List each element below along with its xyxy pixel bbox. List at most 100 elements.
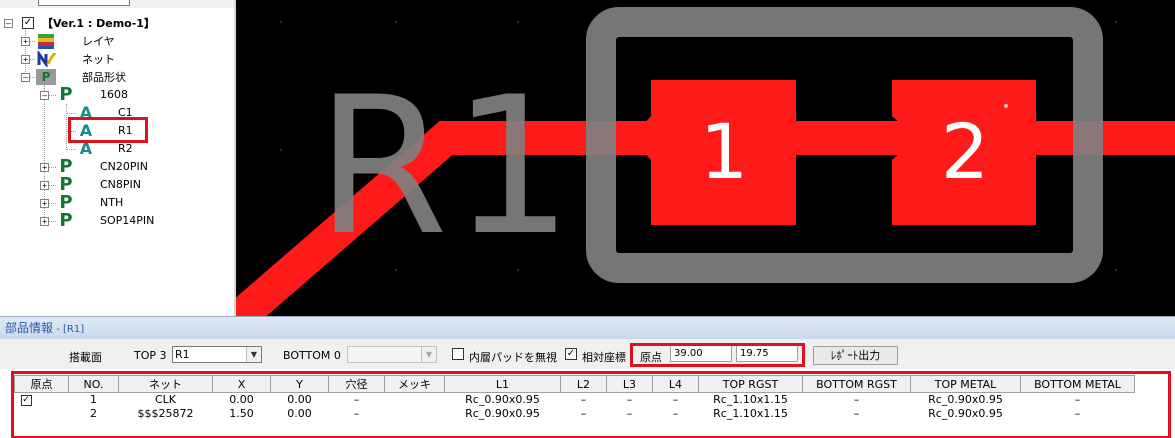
ignore-inner-pad-checkbox[interactable] (452, 348, 464, 360)
tree-toolbar (0, 0, 234, 8)
tree-item-1608[interactable]: P 1608 (58, 84, 128, 105)
package-icon: P (59, 174, 73, 195)
x-cell: 1.50 (229, 407, 254, 420)
component-tree[interactable]: – ✓ 【Ver.1 : Demo-1】 + レイヤ + ネット – P 部品形… (0, 0, 236, 316)
tree-item-shape[interactable]: P 部品形状 (36, 68, 126, 85)
tree-item-cn8pin[interactable]: P CN8PIN (58, 174, 141, 195)
l2-cell: – (580, 407, 587, 420)
col-header-bottom-rgst[interactable]: BOTTOM RGST (802, 375, 911, 393)
root-collapse-toggle[interactable]: – (4, 19, 13, 28)
cn8pin-expand-toggle[interactable]: + (40, 181, 49, 190)
tree-root-node[interactable]: ✓ 【Ver.1 : Demo-1】 (22, 14, 155, 31)
col-header-no[interactable]: NO. (68, 375, 119, 393)
col-header-top-rgst[interactable]: TOP RGST (698, 375, 803, 393)
bottom-part-select[interactable]: ▼ (347, 346, 437, 363)
component-shape-icon: P (36, 68, 56, 85)
group-1608-collapse-toggle[interactable]: – (40, 91, 49, 100)
col-header-l2[interactable]: L2 (560, 375, 607, 393)
chevron-down-icon[interactable]: ▼ (246, 347, 261, 362)
table-row[interactable]: 2 $$$25872 1.50 0.00 – Rc_0.90x0.95 – – … (15, 407, 1135, 421)
part-icon: A (79, 139, 93, 158)
hole-cell: – (353, 407, 360, 420)
l4-cell: – (672, 393, 679, 407)
relative-coord-checkbox[interactable]: ✓ (565, 348, 577, 360)
chevron-down-icon[interactable]: ▼ (421, 347, 436, 362)
info-controls: 搭載面 TOP 3 R1 ▼ BOTTOM 0 ▼ 内層パッドを無視 ✓ 相対座… (0, 341, 1175, 367)
part-icon: A (79, 121, 93, 140)
col-header-net[interactable]: ネット (118, 375, 213, 393)
nth-expand-toggle[interactable]: + (40, 199, 49, 208)
table-row[interactable]: ✓ 1 CLK 0.00 0.00 – Rc_0.90x0.95 – – – R… (15, 393, 1135, 407)
info-title-text: 部品情報 (5, 321, 54, 335)
origin-checkbox[interactable]: ✓ (20, 394, 32, 406)
pad-2[interactable] (892, 80, 1036, 225)
sop14pin-expand-toggle[interactable]: + (40, 217, 49, 226)
tree-item-r1-label: R1 (118, 124, 133, 137)
tree-root-label: 【Ver.1 : Demo-1】 (42, 16, 155, 30)
layer-expand-toggle[interactable]: + (21, 37, 30, 46)
no-cell: 1 (90, 393, 97, 407)
tree-item-r2[interactable]: A R2 (78, 140, 133, 157)
col-header-l1[interactable]: L1 (444, 375, 561, 393)
col-header-l3[interactable]: L3 (606, 375, 653, 393)
pad-table: 原点 NO. ネット X Y 穴径 メッキ L1 L2 L3 L4 TOP RG… (14, 375, 1135, 421)
top-metal-cell: Rc_0.90x0.95 (928, 407, 1003, 420)
net-expand-toggle[interactable]: + (21, 55, 30, 64)
bottom-layer-label: BOTTOM 0 (283, 349, 341, 362)
shape-collapse-toggle[interactable]: – (21, 73, 30, 82)
bottom-rgst-cell: – (853, 407, 860, 420)
package-icon: P (59, 192, 73, 213)
report-output-button[interactable]: ﾚﾎﾟｰﾄ出力 (813, 346, 898, 365)
root-checkbox[interactable]: ✓ (22, 16, 34, 29)
col-header-bottom-metal[interactable]: BOTTOM METAL (1020, 375, 1135, 393)
tree-item-layer[interactable]: レイヤ (36, 32, 115, 49)
pcb-canvas[interactable]: R1 1 2 (236, 0, 1175, 316)
package-icon: P (59, 84, 73, 105)
top-rgst-cell: Rc_1.10x1.15 (713, 393, 788, 407)
bottom-metal-cell: – (1074, 393, 1081, 407)
col-header-y[interactable]: Y (270, 375, 329, 393)
pad-table-highlight-box (11, 371, 1171, 438)
tree-item-sop14pin[interactable]: P SOP14PIN (58, 212, 154, 230)
pad-2-number: 2 (941, 107, 989, 196)
y-cell: 0.00 (287, 393, 312, 407)
pad-table-header-row: 原点 NO. ネット X Y 穴径 メッキ L1 L2 L3 L4 TOP RG… (14, 375, 1135, 393)
ignore-inner-pad-label: 内層パッドを無視 (469, 351, 557, 364)
tree-item-nth[interactable]: P NTH (58, 192, 123, 213)
col-header-hole[interactable]: 穴径 (328, 375, 385, 393)
l1-cell: Rc_0.90x0.95 (465, 407, 540, 420)
package-icon: P (59, 156, 73, 177)
tree-item-cn20pin[interactable]: P CN20PIN (58, 156, 149, 177)
tree-item-c1[interactable]: A C1 (78, 104, 133, 121)
tree-item-1608-label: 1608 (100, 88, 128, 101)
pad-1-number: 1 (700, 107, 748, 196)
top-layer-label: TOP 3 (134, 349, 167, 362)
col-header-plating[interactable]: メッキ (384, 375, 445, 393)
tree-filter-select[interactable] (38, 0, 130, 6)
origin-cell[interactable]: ✓ (15, 393, 69, 407)
pad-1[interactable] (631, 80, 796, 225)
cn20pin-expand-toggle[interactable]: + (40, 163, 49, 172)
top-part-select-value: R1 (175, 348, 190, 361)
col-header-l4[interactable]: L4 (652, 375, 699, 393)
col-header-origin[interactable]: 原点 (14, 375, 69, 393)
y-cell: 0.00 (287, 407, 312, 420)
top-part-select[interactable]: R1 ▼ (172, 346, 262, 363)
col-header-top-metal[interactable]: TOP METAL (910, 375, 1021, 393)
origin-highlight-box (630, 343, 805, 367)
pad-2-anchor (1004, 104, 1008, 108)
info-panel-title: 部品情報 - [R1] (0, 317, 1175, 339)
net-icon (36, 48, 57, 69)
tree-item-r1[interactable]: A R1 (78, 122, 133, 139)
tree-item-cn20pin-label: CN20PIN (100, 160, 149, 173)
part-icon: A (79, 103, 93, 122)
net-cell: $$$25872 (137, 407, 194, 420)
top-rgst-cell: Rc_1.10x1.15 (713, 407, 788, 420)
tree-item-net[interactable]: ネット (36, 48, 115, 69)
silkscreen-outline (586, 7, 1103, 283)
l3-cell: – (626, 407, 633, 420)
bottom-rgst-cell: – (853, 393, 860, 407)
x-cell: 0.00 (229, 393, 254, 407)
net-cell: CLK (154, 393, 177, 407)
